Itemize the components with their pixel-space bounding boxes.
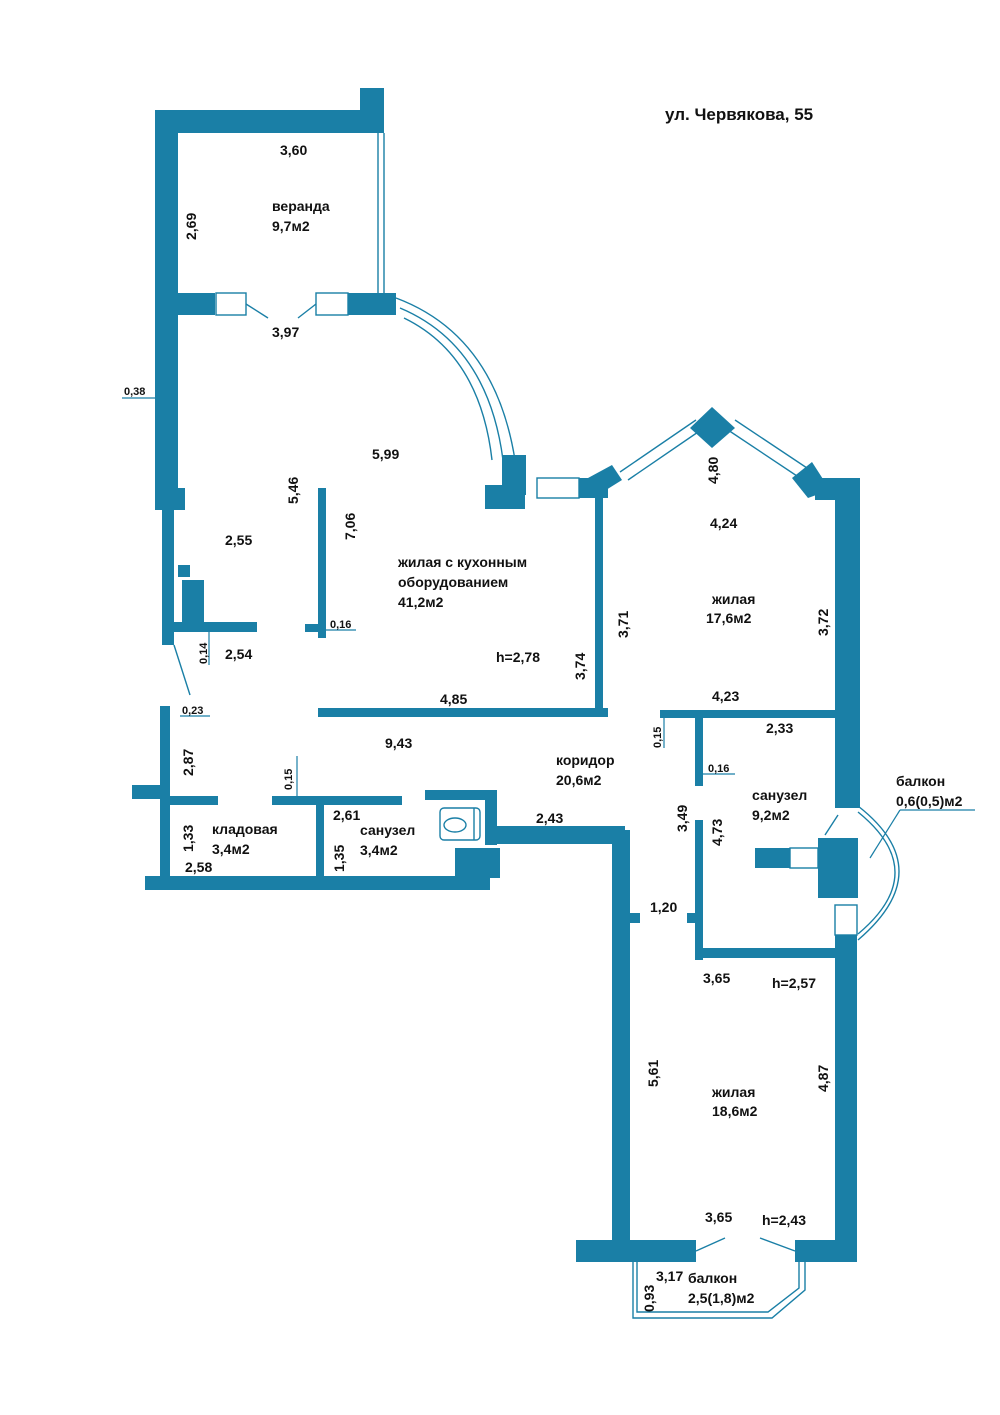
dimensions: 3,60 2,69 3,97 0,38 5,99 5,46 7,06 2,55 …	[124, 142, 831, 1312]
veranda-name: веранда	[272, 198, 330, 214]
balcony-bottom-area: 2,5(1,8)м2	[688, 1290, 755, 1306]
bath-small-name: санузел	[360, 822, 415, 838]
dim-label: 1,33	[180, 825, 196, 852]
dim-label: 0,93	[641, 1285, 657, 1312]
dim-label: 3,65	[705, 1209, 732, 1225]
corridor-name: коридор	[556, 752, 615, 768]
living-kitchen-area: 41,2м2	[398, 594, 444, 610]
windows	[173, 133, 900, 1319]
dim-label: 3,71	[615, 611, 631, 638]
dim-label: 2,58	[185, 859, 212, 875]
dim-label: 2,43	[536, 810, 563, 826]
living-right-area: 17,6м2	[706, 610, 752, 626]
dim-label: 2,87	[180, 749, 196, 776]
balcony-bottom-name: балкон	[688, 1270, 737, 1286]
dim-label: 0,15	[652, 727, 664, 748]
dim-label: 3,60	[280, 142, 307, 158]
dim-label: 4,87	[815, 1065, 831, 1092]
dim-label: 3,65	[703, 970, 730, 986]
dim-label: 9,43	[385, 735, 412, 751]
dim-label: 4,80	[705, 457, 721, 484]
living-bottom-area: 18,6м2	[712, 1103, 758, 1119]
dim-label: 2,61	[333, 807, 360, 823]
dim-label: 2,55	[225, 532, 252, 548]
dim-label: 4,73	[709, 819, 725, 846]
living-kitchen-name-1: жилая с кухонным	[397, 554, 527, 570]
balcony-right-name: балкон	[896, 773, 945, 789]
dim-label: 1,35	[331, 845, 347, 872]
veranda-area: 9,7м2	[272, 218, 310, 234]
balcony-right-area: 0,6(0,5)м2	[896, 793, 963, 809]
living-kitchen-height: h=2,78	[496, 649, 540, 665]
dim-label: 3,72	[815, 609, 831, 636]
storage-area: 3,4м2	[212, 841, 250, 857]
dim-label: 0,38	[124, 386, 145, 398]
corridor-area: 20,6м2	[556, 772, 602, 788]
dim-label: 2,69	[183, 213, 199, 240]
dim-label: 7,06	[342, 513, 358, 540]
bath-right-name: санузел	[752, 787, 807, 803]
dim-label: 2,33	[766, 720, 793, 736]
dim-label: 2,54	[225, 646, 252, 662]
living-kitchen-name-2: оборудованием	[398, 574, 508, 590]
labels: ул. Червякова, 55 веранда 9,7м2 жилая с …	[212, 105, 963, 1306]
dim-label: 3,49	[674, 805, 690, 832]
dim-label: 5,61	[645, 1060, 661, 1087]
dim-label: 3,17	[656, 1268, 683, 1284]
bath-right-area: 9,2м2	[752, 807, 790, 823]
dim-label: 5,99	[372, 446, 399, 462]
living-bottom-height: h=2,43	[762, 1212, 806, 1228]
dim-label: 0,16	[330, 619, 351, 631]
dim-label: 3,74	[572, 653, 588, 680]
dim-label: 5,46	[285, 477, 301, 504]
dim-label: 3,97	[272, 324, 299, 340]
dim-label: 0,14	[198, 642, 210, 664]
dim-label: 0,16	[708, 763, 729, 775]
living-right-name: жилая	[711, 591, 755, 607]
dim-label: 4,24	[710, 515, 737, 531]
dim-label: 4,23	[712, 688, 739, 704]
living-bottom-name: жилая	[711, 1084, 755, 1100]
walls	[132, 88, 860, 1262]
leader-lines	[122, 397, 975, 859]
bath-right-height: h=2,57	[772, 975, 816, 991]
dim-label: 0,15	[283, 769, 295, 790]
dim-label: 0,23	[182, 705, 203, 717]
dim-label: 4,85	[440, 691, 467, 707]
address: ул. Червякова, 55	[665, 105, 813, 124]
bath-small-area: 3,4м2	[360, 842, 398, 858]
storage-name: кладовая	[212, 821, 278, 837]
dim-label: 1,20	[650, 899, 677, 915]
